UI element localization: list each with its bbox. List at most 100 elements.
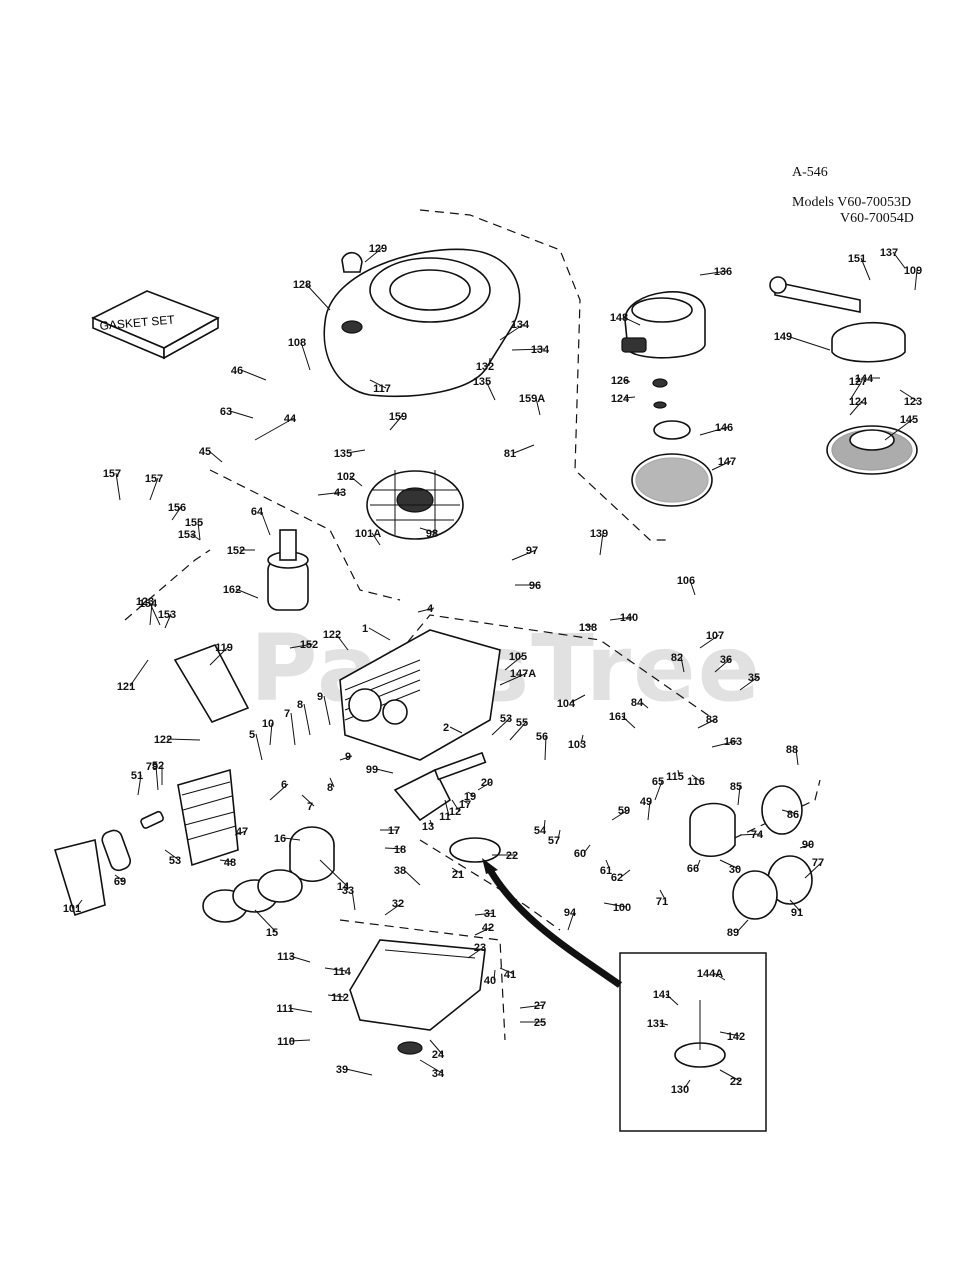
callout-label-162: 162: [223, 584, 241, 596]
callout-leader: [665, 993, 679, 1006]
callout-leader: [689, 579, 696, 596]
callout-leader: [155, 765, 159, 791]
callout-label-137: 137: [880, 247, 898, 259]
callout-leader: [719, 859, 740, 870]
callout-leader: [269, 722, 273, 746]
callout-leader: [240, 369, 267, 381]
callout-leader: [804, 861, 823, 879]
callout-leader: [849, 400, 863, 416]
callout-leader: [429, 1039, 443, 1055]
callout-leader: [254, 909, 277, 933]
callout-leader: [544, 735, 547, 761]
callout-leader: [461, 799, 470, 805]
callout-label-108: 108: [288, 337, 306, 349]
callout-leader: [219, 859, 235, 863]
callout-label-27: 27: [534, 1000, 546, 1012]
callout-label-144: 144: [855, 373, 874, 385]
callout-leader: [319, 859, 348, 887]
callout-leader: [235, 588, 259, 599]
callout-label-7: 7: [307, 801, 313, 813]
callout-leader: [513, 444, 535, 454]
callout-label-128: 128: [293, 279, 311, 291]
callout-label-157: 157: [145, 473, 163, 485]
callout-label-8: 8: [297, 699, 303, 711]
callout-leader: [345, 1068, 373, 1076]
callout-label-48: 48: [224, 857, 236, 869]
callout-label-30: 30: [729, 864, 741, 876]
callout-leader: [491, 717, 511, 736]
callout-label-104: 104: [557, 698, 576, 710]
callout-label-57: 57: [548, 835, 560, 847]
callout-leader: [713, 972, 726, 981]
callout-leader: [289, 955, 311, 963]
blower-housing-shape: [323, 248, 521, 398]
callout-leader: [149, 477, 159, 501]
callout-leader: [711, 740, 738, 748]
cylinder-head-shape: [177, 768, 239, 867]
callout-label-117: 117: [373, 383, 391, 395]
callout-label-66: 66: [687, 863, 699, 875]
callout-leader: [327, 994, 345, 998]
callout-label-74: 74: [751, 829, 764, 841]
callout-leader: [580, 734, 584, 745]
gasket-set-box: GASKET SET: [91, 290, 220, 360]
callout-leader: [375, 768, 394, 774]
callout-leader: [197, 521, 201, 541]
callout-leader: [444, 799, 450, 817]
callout-label-123: 123: [904, 396, 922, 408]
callout-leader: [324, 967, 347, 972]
callout-label-124: 124: [849, 396, 868, 408]
callout-label-2: 2: [443, 722, 449, 734]
callout-label-119: 119: [215, 642, 233, 654]
callout-label-99: 99: [366, 764, 378, 776]
callout-label-113: 113: [277, 951, 295, 963]
callout-leader: [599, 532, 604, 556]
callout-label-154: 154: [139, 598, 158, 610]
callout-label-156: 156: [168, 502, 186, 514]
callout-leader: [499, 672, 528, 686]
callout-leader: [680, 656, 685, 673]
callout-layer: 1245677889910111213141516171718192021222…: [63, 243, 922, 1096]
callout-label-63: 63: [220, 406, 232, 418]
callout-leader: [417, 607, 435, 613]
callout-leader: [914, 269, 918, 291]
callout-label-9: 9: [317, 691, 323, 703]
callout-label-17: 17: [459, 799, 471, 811]
callout-label-139: 139: [590, 528, 608, 540]
callout-leader: [364, 247, 383, 263]
callout-leader: [148, 600, 161, 626]
crankshaft-shape: [393, 751, 501, 863]
callout-label-33: 33: [342, 885, 354, 897]
callout-leader: [786, 335, 831, 351]
callout-label-155: 155: [185, 517, 203, 529]
callout-label-14: 14: [337, 881, 350, 893]
callout-label-138: 138: [579, 622, 597, 634]
callout-leader: [543, 819, 546, 831]
callout-label-121: 121: [117, 681, 135, 693]
callout-leader: [640, 701, 649, 709]
callout-leader: [621, 715, 636, 729]
callout-label-35: 35: [748, 672, 760, 684]
callout-leader: [697, 718, 717, 729]
callout-label-4: 4: [427, 603, 434, 615]
callout-label-31: 31: [484, 908, 496, 920]
callout-label-84: 84: [631, 697, 644, 709]
callout-leader: [623, 379, 631, 383]
callout-leader: [234, 830, 247, 836]
callout-leader: [301, 794, 315, 807]
watermark: PartsTree: [250, 615, 762, 722]
callout-leader: [504, 655, 523, 671]
callout-leader: [609, 616, 634, 621]
callout-label-140: 140: [620, 612, 638, 624]
callout-leader: [149, 602, 153, 626]
callout-leader: [451, 799, 460, 812]
callout-leader: [335, 633, 349, 651]
callout-label-15: 15: [266, 927, 278, 939]
callout-leader: [255, 733, 263, 761]
callout-label-52: 52: [152, 760, 164, 772]
callout-leader: [739, 676, 759, 691]
callout-leader: [403, 869, 421, 886]
callout-leader: [166, 738, 201, 741]
callout-label-21: 21: [452, 869, 464, 881]
callout-leader: [419, 1059, 443, 1074]
